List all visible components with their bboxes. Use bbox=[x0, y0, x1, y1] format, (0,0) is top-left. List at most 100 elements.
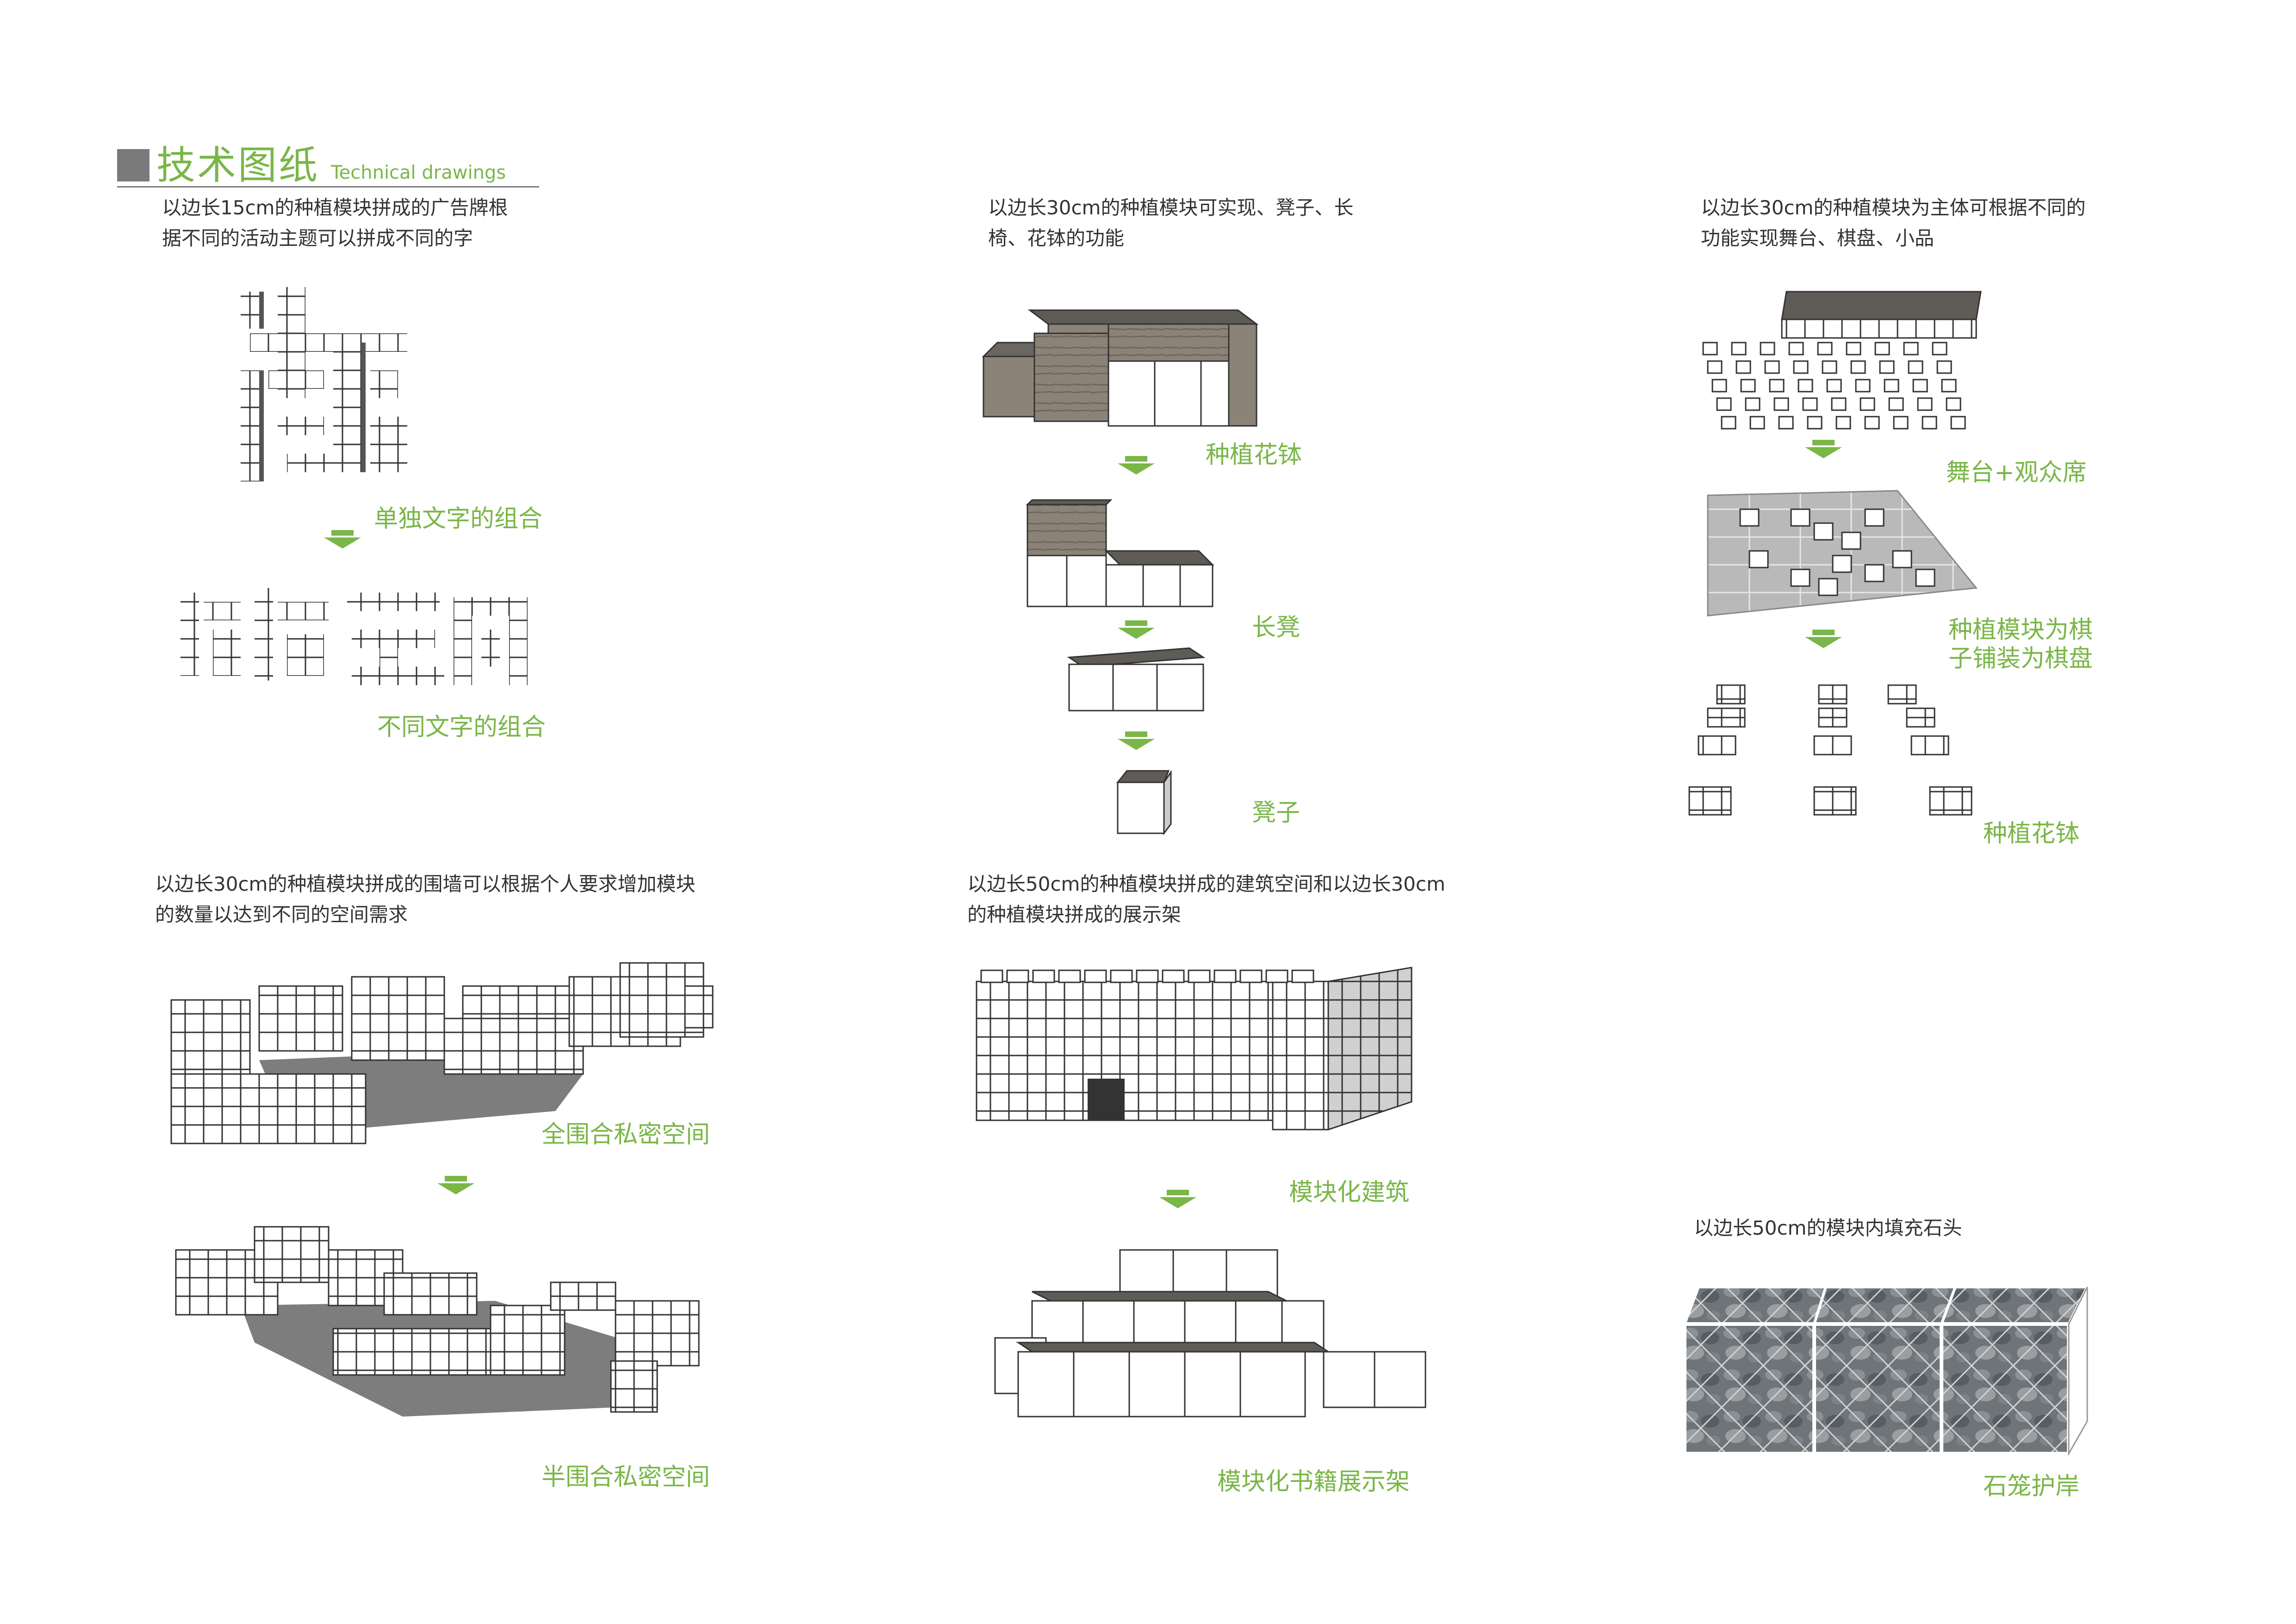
audience-seat bbox=[1908, 360, 1923, 374]
building-description: 以边长50cm的种植模块拼成的建筑空间和以边长30cm 的种植模块拼成的展示架 bbox=[967, 873, 1445, 926]
label-stool: 凳子 bbox=[1252, 799, 1300, 827]
audience-seat bbox=[1721, 416, 1736, 430]
down-arrow-icon bbox=[437, 1176, 474, 1194]
stool-illustration bbox=[1116, 770, 1172, 836]
audience-seat bbox=[1826, 379, 1842, 393]
half-enclosure-illustration bbox=[175, 1226, 700, 1417]
roof-module bbox=[1058, 969, 1081, 983]
audience-seat bbox=[1836, 416, 1851, 430]
label-chess: 种植模块为棋 子铺装为棋盘 bbox=[1948, 616, 2093, 673]
full-enclosure-illustration bbox=[170, 962, 714, 1144]
audience-seat bbox=[1922, 416, 1937, 430]
down-arrow-icon bbox=[1118, 456, 1155, 475]
billboard-description: 以边长15cm的种植模块拼成的广告牌根 据不同的活动主题可以拼成不同的字 bbox=[162, 196, 508, 250]
down-arrow-icon bbox=[1805, 630, 1842, 648]
audience-seat bbox=[1936, 360, 1952, 374]
title-square-icon bbox=[117, 149, 149, 181]
page-title: 技术图纸 bbox=[156, 143, 320, 188]
planter-illustration bbox=[982, 309, 1259, 427]
label-modular-building: 模块化建筑 bbox=[1289, 1179, 1410, 1206]
title-underline bbox=[117, 186, 539, 187]
audience-seat bbox=[1778, 416, 1794, 430]
audience-seat bbox=[1702, 342, 1718, 356]
audience-seat bbox=[1917, 397, 1933, 411]
chessboard-illustration bbox=[1707, 490, 1978, 617]
planter-cluster-illustration bbox=[1688, 684, 1972, 816]
page-subtitle: Technical drawings bbox=[331, 162, 506, 183]
label-bench: 长凳 bbox=[1252, 614, 1300, 642]
audience-seat bbox=[1773, 397, 1789, 411]
audience-seat bbox=[1850, 360, 1866, 374]
bench-combo-illustration bbox=[1026, 499, 1214, 607]
audience-seat bbox=[1864, 416, 1880, 430]
gabion-illustration bbox=[1682, 1286, 2090, 1456]
stage-description: 以边长30cm的种植模块为主体可根据不同的 功能实现舞台、棋盘、小品 bbox=[1701, 196, 2086, 250]
audience-seat bbox=[1860, 397, 1875, 411]
modular-building-illustration bbox=[976, 967, 1412, 1131]
audience-seat bbox=[1769, 379, 1785, 393]
roof-module bbox=[1110, 969, 1133, 983]
audience-seat bbox=[1788, 342, 1804, 356]
roof-module bbox=[1136, 969, 1159, 983]
audience-seat bbox=[1884, 379, 1899, 393]
down-arrow-icon bbox=[324, 530, 361, 549]
audience-seat bbox=[1946, 397, 1961, 411]
down-arrow-icon bbox=[1118, 620, 1155, 639]
audience-seat bbox=[1740, 379, 1756, 393]
audience-seat bbox=[1855, 379, 1871, 393]
audience-seat bbox=[1903, 342, 1919, 356]
down-arrow-icon bbox=[1159, 1190, 1196, 1208]
roof-module bbox=[1291, 969, 1314, 983]
book-shelf-illustration bbox=[994, 1249, 1426, 1418]
audience-seat bbox=[1831, 397, 1847, 411]
label-gabion: 石笼护岸 bbox=[1983, 1473, 2080, 1500]
audience-seat bbox=[1879, 360, 1895, 374]
audience-seat bbox=[1731, 342, 1747, 356]
audience-seat bbox=[1764, 360, 1780, 374]
audience-seat bbox=[1760, 342, 1775, 356]
label-full-enclosure: 全围合私密空间 bbox=[541, 1121, 710, 1149]
roof-module bbox=[1213, 969, 1237, 983]
label-planter: 种植花钵 bbox=[1206, 441, 1302, 469]
audience-seat bbox=[1798, 379, 1813, 393]
furniture-description: 以边长30cm的种植模块可实现、凳子、长 椅、花钵的功能 bbox=[988, 196, 1354, 250]
label-stage: 舞台+观众席 bbox=[1946, 459, 2087, 487]
roof-module bbox=[1032, 969, 1055, 983]
roof-module bbox=[1265, 969, 1288, 983]
label-book-shelf: 模块化书籍展示架 bbox=[1217, 1468, 1410, 1496]
stage-audience-illustration bbox=[1702, 291, 1982, 430]
audience-seat bbox=[1716, 397, 1732, 411]
roof-module bbox=[1162, 969, 1185, 983]
single-character-illustration bbox=[241, 287, 407, 481]
audience-seat bbox=[1912, 379, 1928, 393]
audience-seat bbox=[1888, 397, 1904, 411]
multi-character-illustration bbox=[180, 588, 528, 685]
audience-seat bbox=[1932, 342, 1948, 356]
label-half-enclosure: 半围合私密空间 bbox=[541, 1463, 710, 1491]
audience-seat bbox=[1793, 360, 1809, 374]
roof-module bbox=[1006, 969, 1029, 983]
down-arrow-icon bbox=[1118, 731, 1155, 750]
bench-illustration bbox=[1067, 647, 1206, 712]
label-multi-character: 不同文字的组合 bbox=[377, 713, 546, 741]
audience-seat bbox=[1707, 360, 1723, 374]
audience-seat bbox=[1950, 416, 1966, 430]
audience-seat bbox=[1711, 379, 1727, 393]
audience-seat bbox=[1749, 416, 1765, 430]
label-planter-cluster: 种植花钵 bbox=[1983, 820, 2080, 848]
gabion-description: 以边长50cm的模块内填充石头 bbox=[1694, 1217, 1962, 1239]
audience-seat bbox=[1874, 342, 1890, 356]
audience-seat bbox=[1846, 342, 1861, 356]
wall-description: 以边长30cm的种植模块拼成的围墙可以根据个人要求增加模块 的数量以达到不同的空… bbox=[155, 873, 696, 926]
audience-seat bbox=[1802, 397, 1818, 411]
audience-seat bbox=[1817, 342, 1833, 356]
roof-module bbox=[980, 969, 1003, 983]
audience-seat bbox=[1893, 416, 1909, 430]
audience-seat bbox=[1745, 397, 1761, 411]
roof-module bbox=[1084, 969, 1107, 983]
label-single-character: 单独文字的组合 bbox=[374, 505, 543, 533]
roof-module bbox=[1188, 969, 1211, 983]
audience-seat bbox=[1941, 379, 1957, 393]
roof-module bbox=[1239, 969, 1263, 983]
audience-seat bbox=[1736, 360, 1751, 374]
